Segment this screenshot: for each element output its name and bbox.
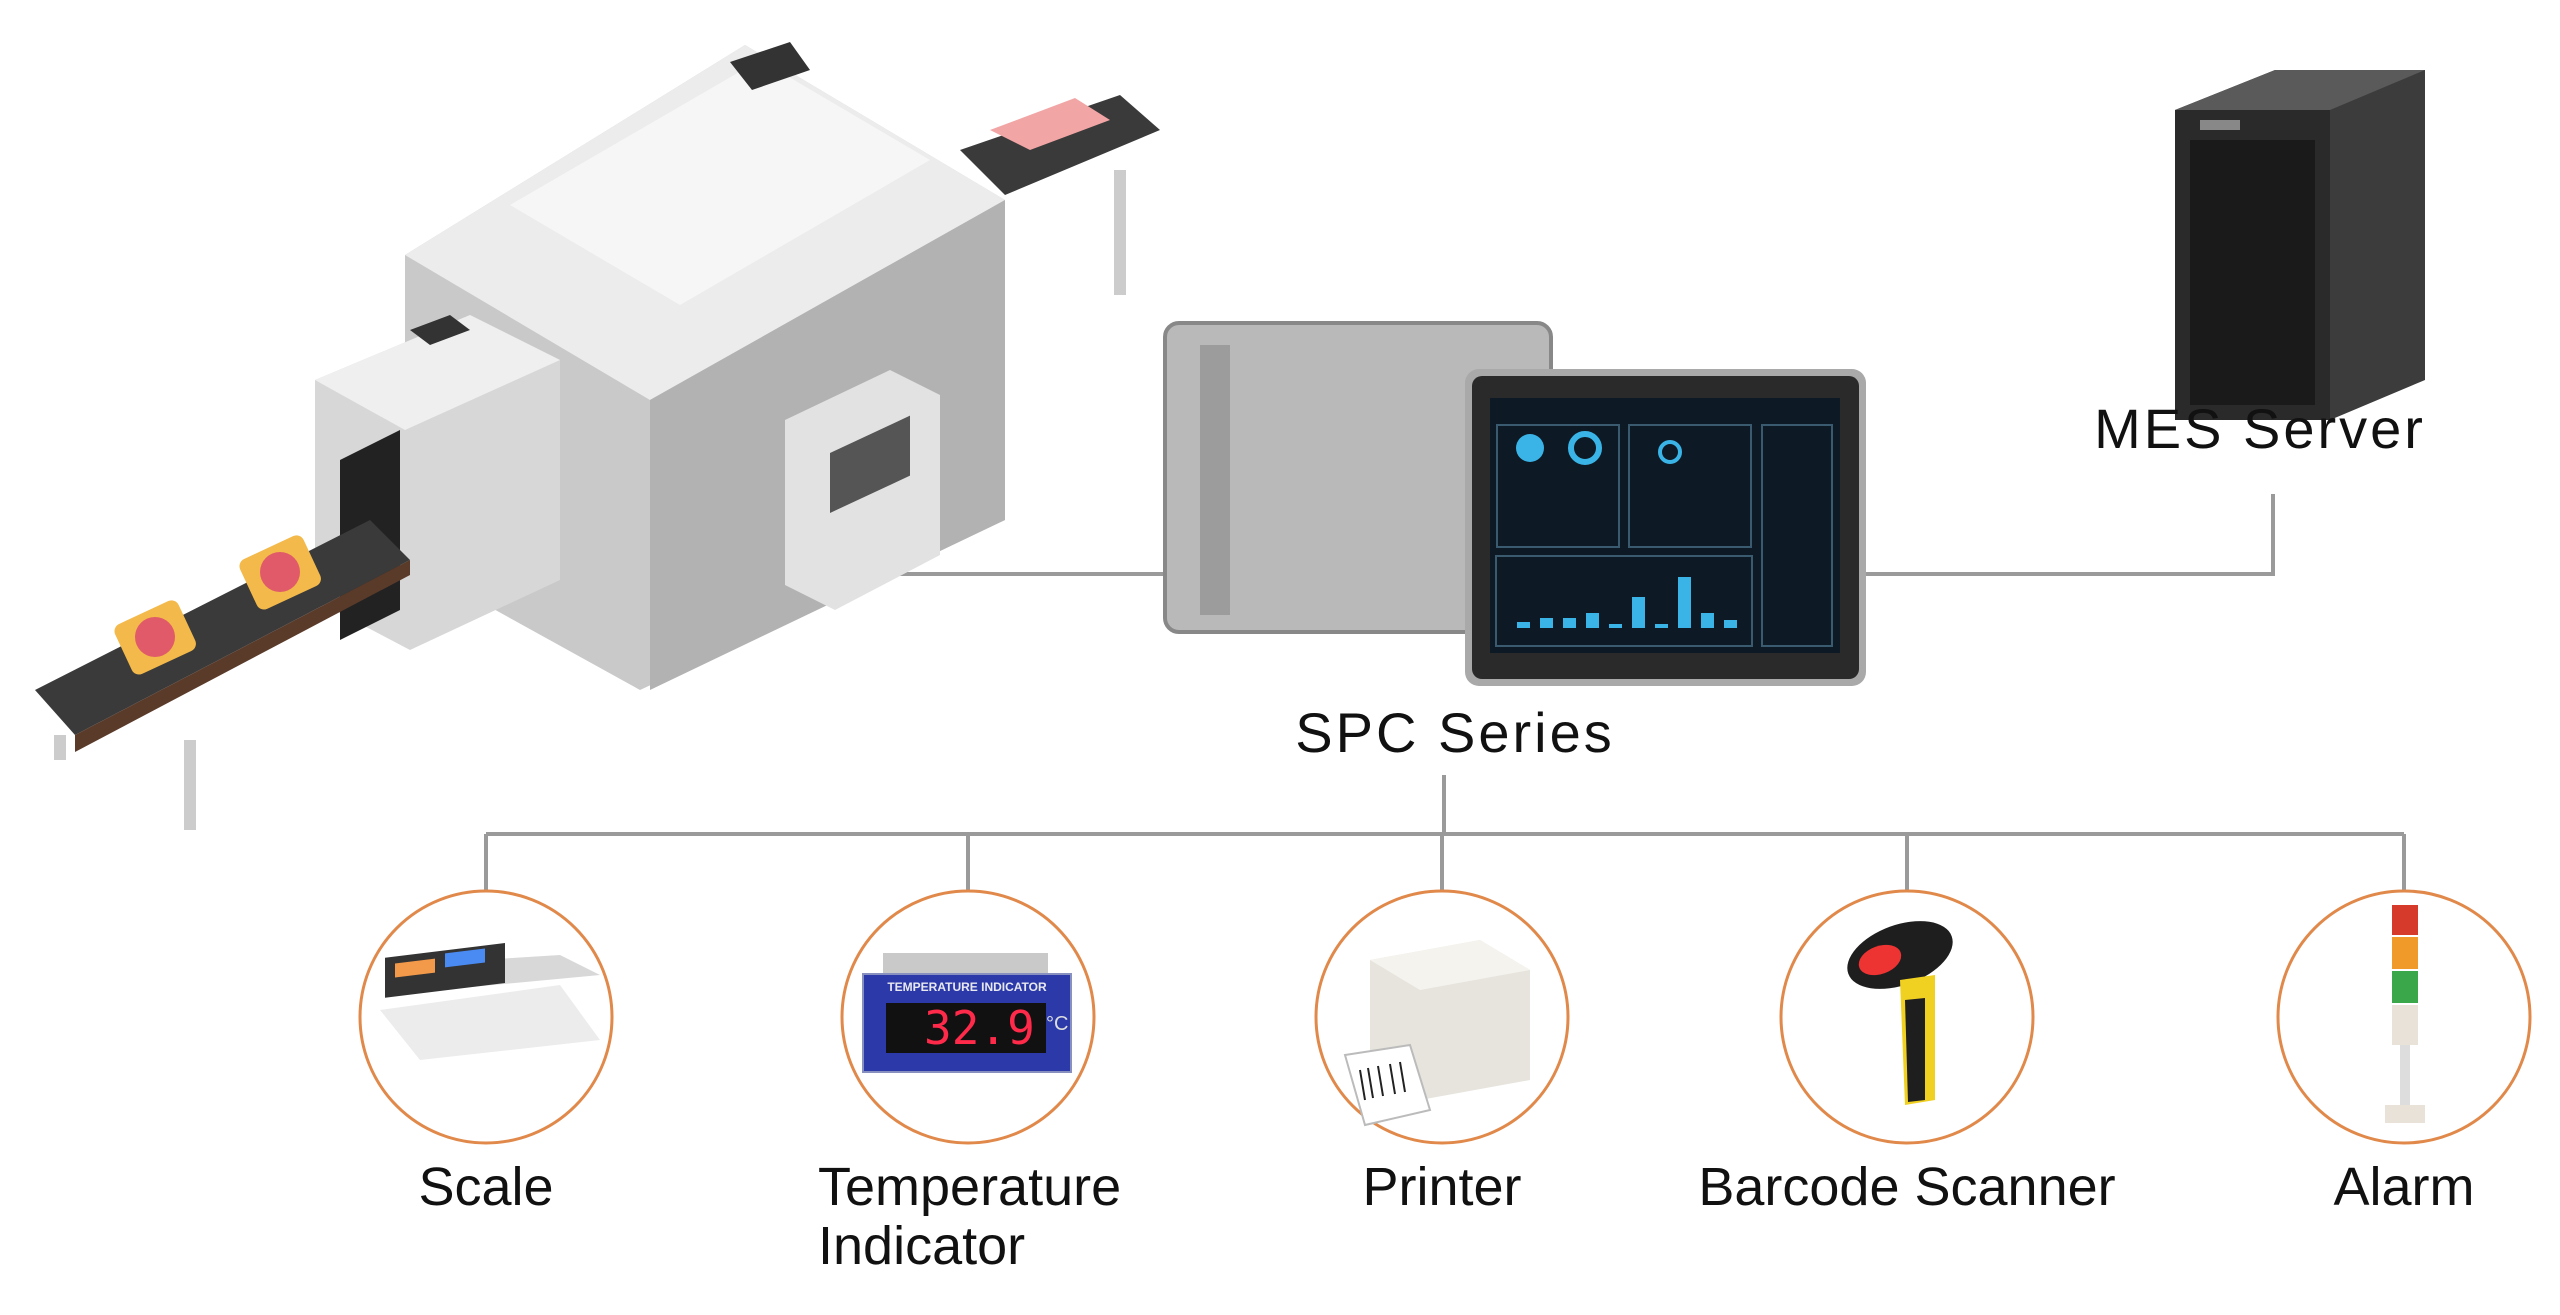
dashboard-screen [1490, 398, 1840, 653]
scale-label: Scale [418, 1157, 554, 1217]
mes-server-label: MES Server [2094, 397, 2426, 460]
barcode-scanner-icon [1847, 921, 1953, 1105]
temperature-display-value: 32.9 [924, 1001, 1035, 1055]
alarm-tower-icon [2385, 905, 2425, 1123]
spc-to-server-line [1866, 494, 2275, 576]
scale-icon [380, 942, 600, 1060]
connection-lines [484, 494, 2406, 891]
printer-icon [1343, 940, 1530, 1127]
temperature-display-title: TEMPERATURE INDICATOR [887, 980, 1047, 994]
spc-panel-pc-icon [1163, 321, 1866, 686]
temperature-display-unit: °C [1046, 1013, 1069, 1035]
temperature-indicator-label: Temperature Indicator [818, 1157, 1122, 1277]
barcode-scanner-label: Barcode Scanner [1698, 1157, 2116, 1217]
food-processing-machine-icon [35, 42, 1160, 830]
printer-label: Printer [1362, 1157, 1522, 1217]
mes-server-icon [2175, 70, 2425, 420]
alarm-label: Alarm [2333, 1157, 2475, 1217]
spc-series-label: SPC Series [1295, 701, 1615, 764]
